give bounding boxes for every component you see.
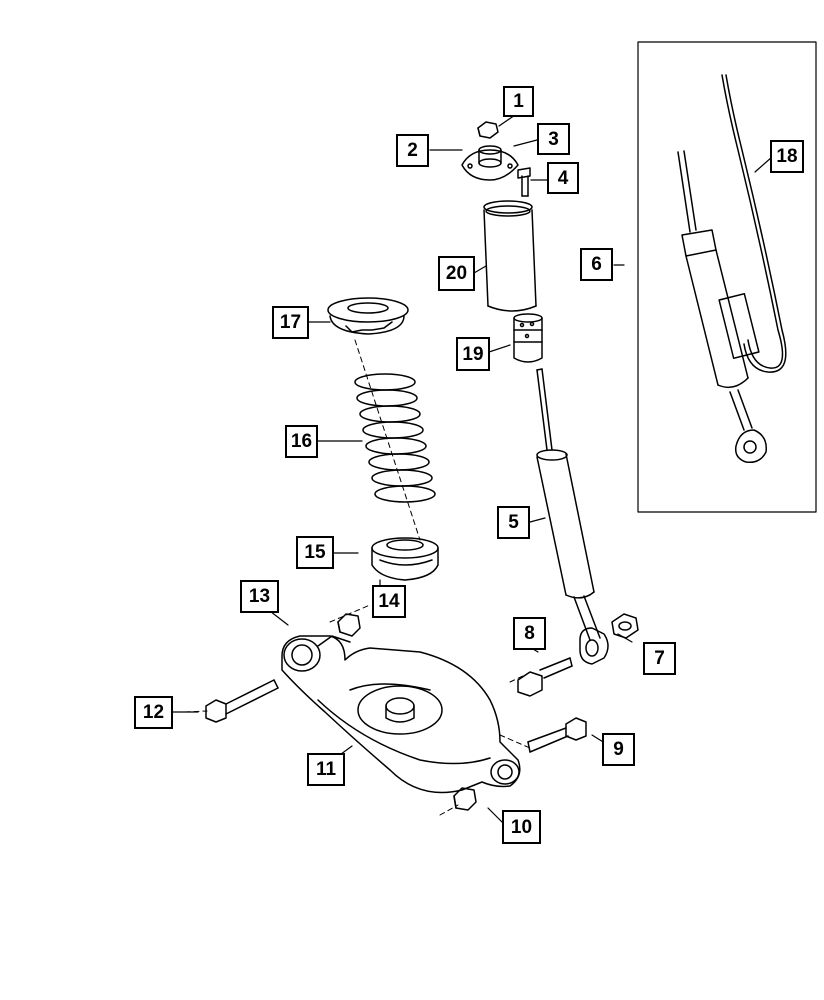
part-10-nut <box>453 787 477 811</box>
callout-5[interactable]: 5 <box>497 506 530 539</box>
part-12-bolt <box>205 679 279 723</box>
part-4-bolt <box>517 167 531 197</box>
part-17-upper-isolator <box>327 297 409 335</box>
part-15-lower-isolator <box>371 537 439 581</box>
part-8-bolt <box>517 657 573 697</box>
callout-10[interactable]: 10 <box>502 810 541 844</box>
part-9-bolt <box>527 717 587 753</box>
callout-15[interactable]: 15 <box>296 536 334 569</box>
callout-20[interactable]: 20 <box>438 256 475 291</box>
callout-19[interactable]: 19 <box>456 337 490 371</box>
part-6-adaptive-shock <box>677 150 767 464</box>
part-5-shock-absorber <box>536 368 609 665</box>
part-19-jounce-bumper <box>513 313 543 363</box>
leader-lines <box>171 112 773 824</box>
part-1-nut <box>477 121 499 139</box>
callout-14[interactable]: 14 <box>372 585 406 618</box>
callout-1[interactable]: 1 <box>503 86 534 117</box>
callout-3[interactable]: 3 <box>537 123 570 155</box>
callout-8[interactable]: 8 <box>513 617 546 650</box>
callout-12[interactable]: 12 <box>134 696 173 729</box>
part-7-nut <box>611 613 639 639</box>
part-20-dust-boot <box>483 200 537 312</box>
centerlines <box>184 339 531 816</box>
callout-13[interactable]: 13 <box>240 580 279 613</box>
part-11-lower-control-arm <box>281 635 521 794</box>
callout-2[interactable]: 2 <box>396 134 429 167</box>
inset-frame <box>637 41 817 513</box>
callout-4[interactable]: 4 <box>547 162 579 194</box>
callout-18[interactable]: 18 <box>770 140 804 173</box>
callout-7[interactable]: 7 <box>643 642 676 675</box>
part-14-nut <box>337 613 361 637</box>
callout-17[interactable]: 17 <box>272 306 309 339</box>
part-18-wiring-harness <box>721 74 787 373</box>
part-3-upper-mount <box>461 145 519 181</box>
callout-11[interactable]: 11 <box>307 753 345 786</box>
callout-16[interactable]: 16 <box>285 425 318 458</box>
callout-6[interactable]: 6 <box>580 248 613 281</box>
part-16-coil-spring <box>354 373 436 503</box>
callout-9[interactable]: 9 <box>602 733 635 766</box>
